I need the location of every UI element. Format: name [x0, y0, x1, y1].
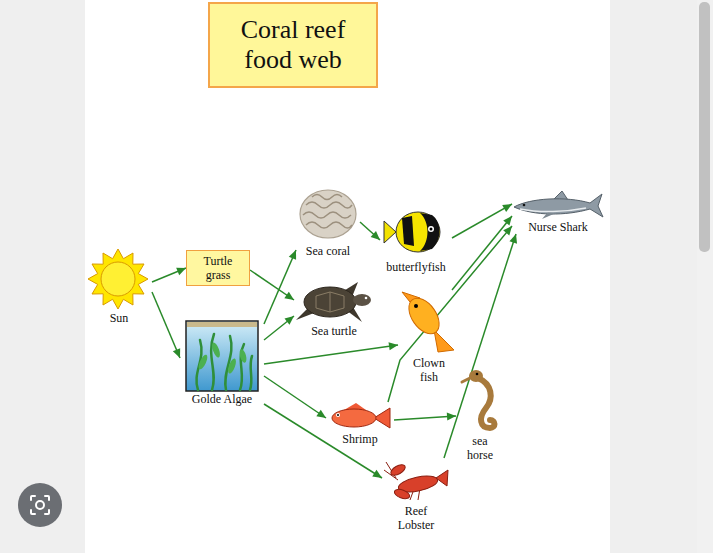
arrow-head: [509, 234, 517, 244]
organism-label: Nurse Shark: [512, 220, 604, 234]
arrow-line: [388, 226, 512, 402]
organism-label: butterflyfish: [380, 260, 452, 274]
title-text: Coral reef food web: [232, 15, 354, 75]
food-arrow: [264, 316, 294, 340]
organism-node: Sea turtle: [294, 278, 374, 338]
arrow-line: [250, 270, 294, 300]
organism-label: Sun: [86, 311, 152, 325]
arrow-line: [452, 216, 512, 290]
arrow-line: [264, 250, 296, 324]
arrow-head: [284, 316, 294, 325]
organism-label: Sea coral: [296, 244, 360, 258]
title-box: Coral reef food web: [208, 2, 378, 88]
food-arrow: [250, 270, 294, 300]
lobster-picture: [384, 462, 448, 500]
food-arrow: [452, 216, 512, 290]
seahorse-picture: [462, 370, 495, 428]
food-arrow: [264, 250, 296, 324]
turtle-picture: [296, 282, 371, 322]
shark-picture: [514, 191, 603, 219]
arrow-head: [173, 348, 180, 358]
arrow-head: [316, 410, 326, 418]
organism-label: Shrimp: [326, 432, 394, 446]
grass-box: Turtle grass: [186, 250, 250, 286]
organism-label: Reef Lobster: [394, 504, 438, 532]
food-arrow: [264, 376, 326, 418]
organism-label: Sea turtle: [294, 324, 374, 338]
food-arrow: [152, 268, 186, 282]
algae-picture: [186, 321, 258, 391]
arrow-line: [394, 416, 456, 420]
organism-node: Sun: [86, 247, 152, 325]
arrow-head: [503, 226, 512, 235]
organism-label: sea horse: [460, 434, 500, 462]
arrow-line: [264, 316, 294, 340]
clownfish-picture: [402, 292, 454, 352]
arrow-line: [152, 268, 186, 282]
organism-node: sea horse: [456, 366, 504, 462]
arrow-line: [264, 345, 398, 364]
box-label: Turtle grass: [198, 254, 238, 282]
organism-label: Clown fish: [409, 356, 449, 384]
arrow-head: [289, 250, 296, 260]
food-arrow: [360, 222, 380, 240]
arrow-head: [372, 470, 382, 478]
arrow-line: [264, 376, 326, 418]
arrow-head: [447, 413, 456, 421]
food-arrow: [394, 413, 456, 421]
organism-node: Golde Algae: [180, 320, 264, 406]
food-arrow: [264, 342, 398, 364]
arrow-head: [371, 231, 380, 240]
organism-node: Sea coral: [296, 186, 360, 258]
food-arrow: [388, 226, 512, 402]
organism-node: butterflyfish: [380, 206, 452, 274]
arrow-head: [502, 204, 512, 212]
food-arrow: [452, 204, 512, 238]
organism-node: Reef Lobster: [382, 458, 450, 532]
lens-icon: [18, 483, 62, 527]
arrow-line: [360, 222, 380, 240]
arrow-line: [444, 234, 516, 458]
organism-node: Clown fish: [398, 290, 460, 384]
shrimp-picture: [332, 403, 390, 428]
arrow-head: [284, 292, 294, 300]
arrow-line: [152, 292, 180, 358]
arrow-line: [452, 204, 512, 238]
scrollbar: [697, 0, 713, 553]
coral-picture: [300, 190, 356, 238]
arrow-head: [389, 342, 398, 350]
sun-picture: [88, 249, 148, 309]
organism-label: Golde Algae: [180, 392, 264, 406]
food-arrow: [444, 234, 517, 458]
arrow-head: [176, 268, 186, 275]
organism-node: Nurse Shark: [512, 190, 604, 234]
arrow-head: [503, 216, 512, 226]
food-arrow: [152, 292, 180, 358]
butterflyfish-picture: [384, 212, 440, 252]
organism-node: Shrimp: [326, 402, 394, 446]
